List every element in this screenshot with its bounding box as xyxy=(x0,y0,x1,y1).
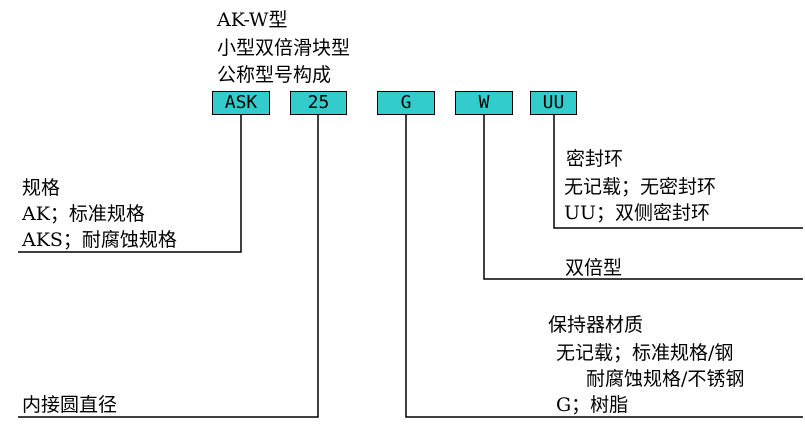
retainer-option-resin: G；树脂 xyxy=(556,394,629,416)
header-type: 小型双倍滑块型 xyxy=(217,37,351,59)
connector-double xyxy=(483,115,803,280)
specification-title: 规格 xyxy=(22,177,61,199)
connector-specification xyxy=(18,115,242,253)
connector-inscribed-circle xyxy=(18,115,319,418)
code-box-inscribed-circle: 25 xyxy=(290,91,347,115)
retainer-option-stainless: 耐腐蚀规格/不锈钢 xyxy=(586,368,745,390)
code-box-seal: UU xyxy=(530,91,577,115)
seal-option-none: 无记载；无密封环 xyxy=(564,176,717,198)
inscribed-circle-title: 内接圆直径 xyxy=(22,394,118,416)
header-series: AK-W型 xyxy=(217,9,288,31)
retainer-title: 保持器材质 xyxy=(548,314,644,336)
connector-retainer xyxy=(405,115,803,418)
retainer-option-standard: 无记载；标准规格/钢 xyxy=(556,342,734,364)
code-box-retainer: G xyxy=(377,91,435,115)
seal-option-uu: UU；双侧密封环 xyxy=(564,202,711,224)
specification-option-aks: AKS；耐腐蚀规格 xyxy=(22,229,177,251)
code-box-specification: ASK xyxy=(212,91,270,115)
seal-title: 密封环 xyxy=(566,148,624,170)
specification-option-ak: AK；标准规格 xyxy=(22,203,145,225)
header-caption: 公称型号构成 xyxy=(217,64,332,86)
double-title: 双倍型 xyxy=(565,257,623,279)
connector-seal xyxy=(553,115,803,229)
code-box-double: W xyxy=(455,91,513,115)
